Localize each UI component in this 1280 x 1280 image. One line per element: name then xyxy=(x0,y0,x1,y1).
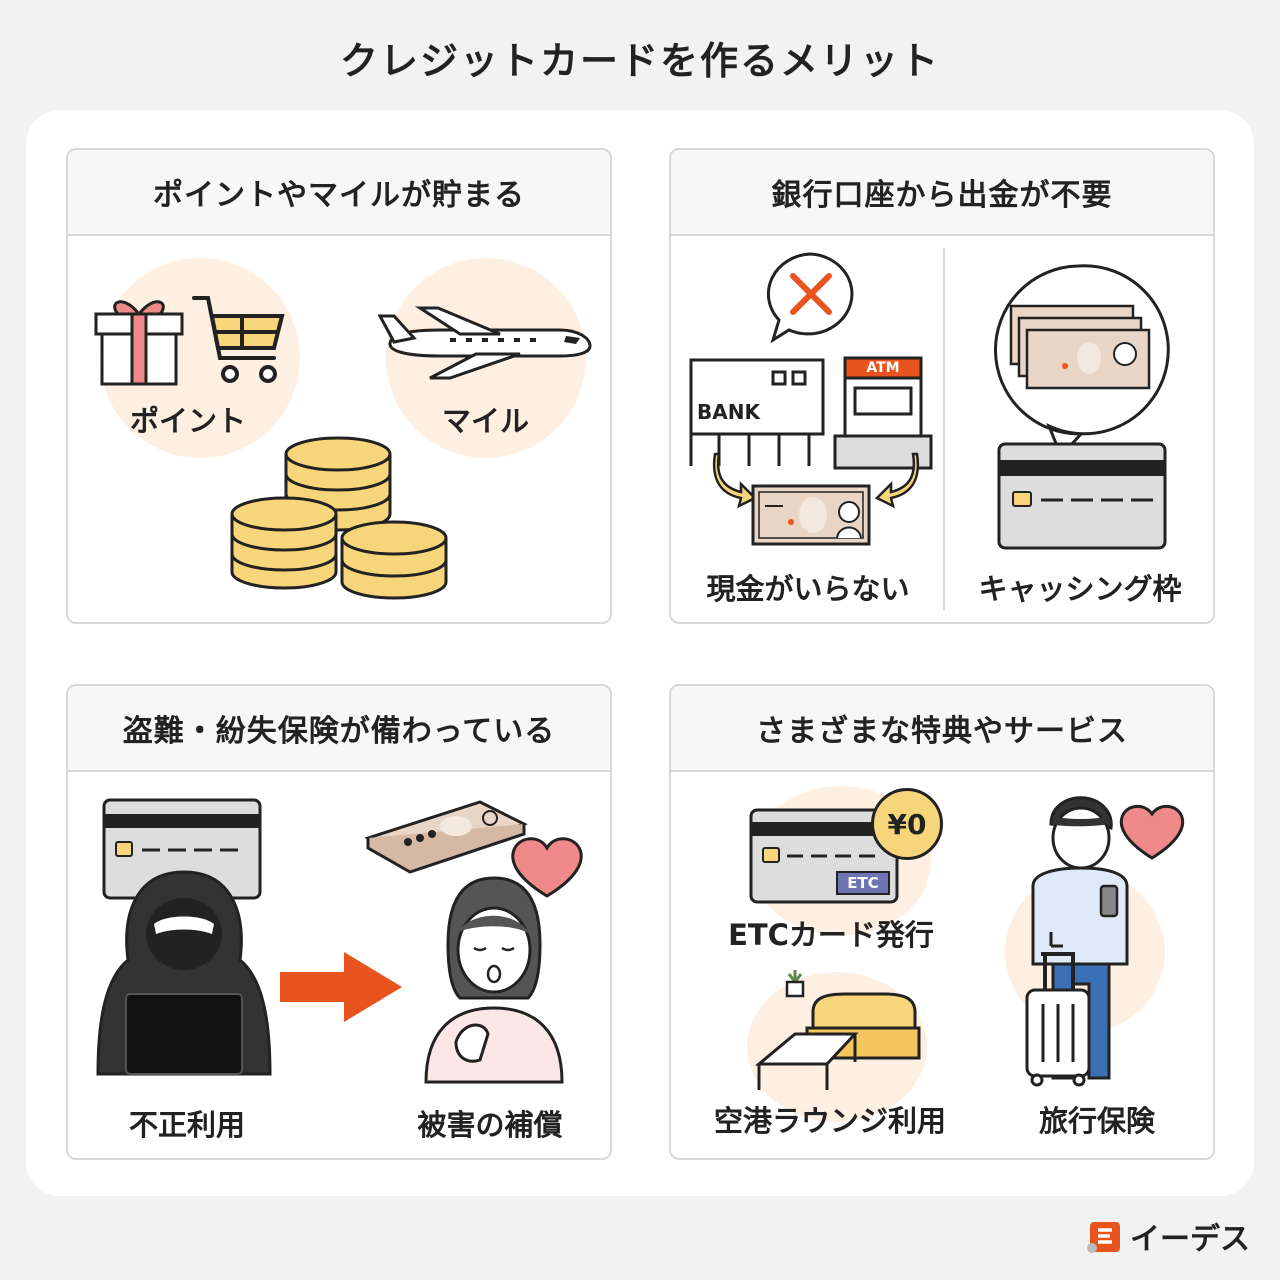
brand-name: イーデス xyxy=(1130,1222,1250,1257)
label-fraud: 不正利用 xyxy=(128,1108,245,1142)
label-etc-card: ETCカード発行 xyxy=(728,918,934,952)
panel-heading: 銀行口座から出金が不要 xyxy=(671,150,1213,236)
banknote-icon xyxy=(751,484,871,546)
bank-sign: BANK xyxy=(697,400,760,424)
etc-card-icon xyxy=(749,808,899,904)
etc-badge: ETC xyxy=(847,874,879,892)
divider xyxy=(943,248,945,610)
hooded-thief-icon xyxy=(96,870,272,1076)
panel-theft-insurance: 盗難・紛失保険が備わっている xyxy=(66,684,612,1160)
label-airport-lounge: 空港ラウンジ利用 xyxy=(713,1104,946,1138)
cart-icon xyxy=(192,296,285,383)
brand-mark-icon xyxy=(1087,1222,1120,1253)
label-no-cash: 現金がいらない xyxy=(706,572,910,606)
credit-card-icon xyxy=(102,798,262,900)
label-miles: マイル xyxy=(442,404,530,438)
airplane-icon xyxy=(377,306,592,380)
atm-icon xyxy=(833,356,933,470)
panel-heading: ポイントやマイルが貯まる xyxy=(68,150,610,236)
gift-icon xyxy=(94,300,184,386)
panel-heading: 盗難・紛失保険が備わっている xyxy=(68,686,610,772)
banknote-stack-icon xyxy=(364,800,528,874)
arrow-right-icon xyxy=(280,952,402,1022)
zero-fee-badge: ¥0 xyxy=(871,788,943,860)
suitcase-icon xyxy=(1025,952,1091,1087)
label-travel-insurance: 旅行保険 xyxy=(1038,1104,1155,1138)
cash-bubble-icon xyxy=(994,264,1170,459)
label-cashing-limit: キャッシング枠 xyxy=(978,572,1182,606)
cross-bubble-icon xyxy=(766,252,854,344)
credit-card-icon xyxy=(997,442,1167,550)
heart-icon xyxy=(1119,804,1185,860)
traveler-icon xyxy=(1031,796,1129,1080)
arrow-left-icon xyxy=(712,452,758,509)
coins-icon xyxy=(230,436,448,600)
bank-building-icon xyxy=(689,358,825,466)
lounge-icon xyxy=(754,970,921,1090)
page-title: クレジットカードを作るメリット xyxy=(339,39,940,83)
brand-logo: イーデス xyxy=(1086,1214,1250,1258)
label-points: ポイント xyxy=(130,404,247,438)
panel-no-withdrawal: 銀行口座から出金が不要 BANK xyxy=(669,148,1215,624)
arrow-right-icon xyxy=(874,452,920,509)
panel-heading: さまざまな特典やサービス xyxy=(671,686,1213,772)
panel-perks-services: さまざまな特典やサービス ETC ¥0 ETCカード発行 xyxy=(669,684,1215,1160)
relieved-woman-icon xyxy=(424,876,564,1084)
atm-sign: ATM xyxy=(866,360,900,376)
content-board: ポイントやマイルが貯まる xyxy=(26,110,1254,1196)
label-compensation: 被害の補償 xyxy=(417,1108,563,1142)
panel-points-miles: ポイントやマイルが貯まる xyxy=(66,148,612,624)
heart-icon xyxy=(511,837,583,898)
